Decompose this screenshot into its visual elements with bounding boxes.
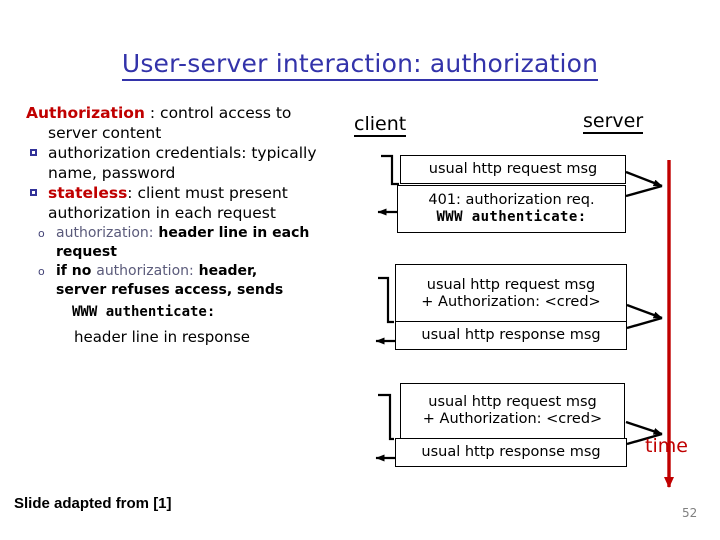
stateless-rest: client must present: [137, 184, 288, 202]
stateless-line2: authorization in each request: [48, 203, 276, 222]
arrow-client-to-box-2: [378, 276, 394, 324]
sub2-rest: header,: [193, 263, 258, 279]
message-line-mono: WWW authenticate:: [436, 209, 587, 225]
message-box-http-request-1: usual http request msg: [400, 155, 626, 184]
credentials-line2: name, password: [48, 163, 176, 182]
arrow-request-1-to-server: [625, 170, 663, 188]
message-box-http-request-2: usual http request msg + Authorization: …: [395, 264, 627, 323]
arrow-request-2-to-server: [626, 303, 663, 320]
sub2-mono-header: WWW authenticate:: [72, 304, 216, 320]
message-line: usual http response msg: [421, 444, 601, 460]
page-title: User-server interaction: authorization: [0, 49, 720, 81]
message-line: usual http request msg: [426, 276, 596, 293]
message-line: usual http request msg: [428, 394, 597, 410]
sub1-line2: request: [56, 243, 117, 260]
heading-line2: server content: [48, 123, 162, 142]
sub1-rest: header line in each: [153, 225, 310, 241]
square-bullet-icon: [30, 149, 37, 156]
server-label: server: [583, 110, 644, 134]
circle-bullet-icon: o: [38, 227, 45, 240]
square-bullet-icon: [30, 189, 37, 196]
client-label: client: [354, 113, 407, 137]
stateless-separator: :: [127, 184, 138, 202]
sublist-item-no-auth-header: o if no authorization: header, server re…: [26, 262, 366, 346]
sub2-line2: server refuses access, sends: [56, 281, 284, 298]
arrow-request-3-to-server: [625, 420, 663, 436]
list-item-stateless: stateless: client must present authoriza…: [26, 184, 366, 223]
list-item-credentials: authorization credentials: typically nam…: [26, 144, 366, 183]
arrow-server-to-response-1: [626, 316, 663, 330]
message-line: 401: authorization req.: [428, 192, 595, 208]
page-title-text: User-server interaction: authorization: [121, 49, 599, 81]
sub2-term: authorization:: [96, 263, 194, 279]
bullet-list: Authorization : control access to server…: [26, 104, 366, 346]
message-line: usual http response msg: [421, 327, 601, 343]
stateless-term: stateless: [48, 184, 128, 202]
message-box-http-request-3: usual http request msg + Authorization: …: [400, 383, 625, 439]
sub2-pre: if no: [56, 263, 97, 279]
message-line: usual http request msg: [428, 161, 598, 177]
footer-attribution: Slide adapted from [1]: [14, 495, 172, 512]
message-line: + Authorization: <cred>: [422, 411, 603, 427]
arrow-client-to-box-1: [381, 154, 399, 186]
page-number: 52: [682, 506, 698, 520]
credentials-line1: authorization credentials: typically: [48, 144, 317, 162]
heading-separator: :: [144, 104, 161, 122]
sub2-line3: header line in response: [74, 327, 251, 346]
list-item-heading: Authorization : control access to server…: [26, 104, 366, 143]
message-box-auth-required-401: 401: authorization req. WWW authenticate…: [397, 185, 626, 233]
message-box-http-response-2: usual http response msg: [395, 438, 627, 467]
arrow-client-to-box-3: [378, 393, 394, 441]
sub1-term: authorization:: [56, 225, 154, 241]
heading-term: Authorization: [26, 104, 145, 122]
sublist-item-auth-header: o authorization: header line in each req…: [26, 224, 366, 261]
message-line: + Authorization: <cred>: [421, 293, 601, 310]
time-axis-label: time: [645, 435, 688, 457]
circle-bullet-icon: o: [38, 265, 45, 278]
heading-rest: control access to: [160, 104, 292, 122]
arrow-server-to-401-box: [625, 184, 663, 198]
message-box-http-response-1: usual http response msg: [395, 321, 627, 350]
